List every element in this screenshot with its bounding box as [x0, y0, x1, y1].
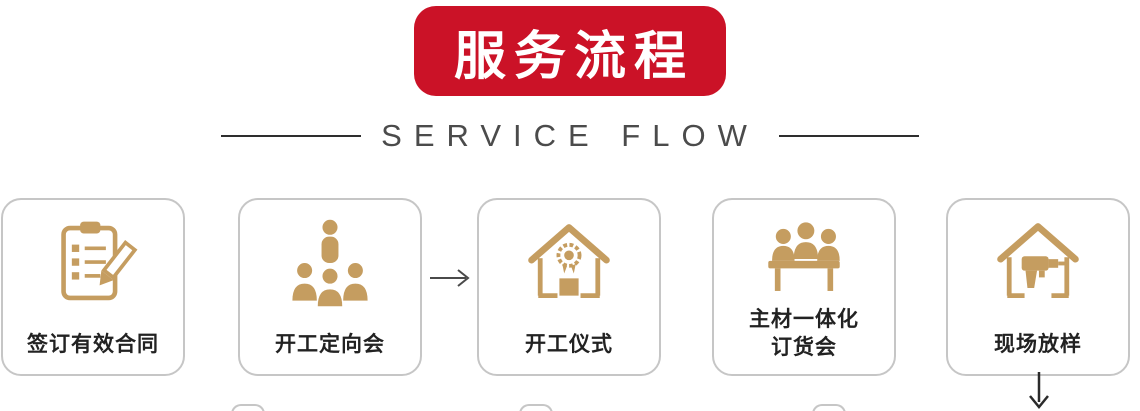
flow-step-card-sign-contract: 签订有效合同 [1, 198, 185, 376]
flow-step-card-material-ordering: 主材一体化 订货会 [712, 198, 896, 376]
flow-step-label: 签订有效合同 [27, 332, 159, 356]
flow-step-label: 现场放样 [994, 332, 1082, 356]
contract-clipboard-icon [38, 212, 148, 314]
flow-step-card-ceremony: 开工仪式 [477, 198, 661, 376]
flow-step-label-line2: 订货会 [771, 336, 837, 360]
section-title-banner: 服务流程 [414, 6, 726, 96]
material-ordering-meeting-icon [749, 212, 859, 306]
flow-arrow-down-icon [1029, 372, 1049, 409]
next-row-card-top-hint [812, 404, 846, 411]
subtitle-line-left [221, 135, 362, 137]
kickoff-meeting-people-icon [275, 212, 385, 314]
flow-step-label: 开工仪式 [525, 332, 613, 356]
next-row-card-top-hint [231, 404, 265, 411]
subtitle-line-right [778, 135, 919, 137]
next-row-card-top-hint [519, 404, 553, 411]
flow-step-card-kickoff-meeting: 开工定向会 [238, 198, 422, 376]
section-title: 服务流程 [453, 27, 694, 86]
flow-step-label: 主材一体化 订货会 [749, 306, 859, 363]
flow-arrow-right-icon [430, 269, 470, 287]
section-subtitle: SERVICE FLOW [381, 118, 759, 153]
ceremony-house-medal-icon [514, 212, 624, 314]
site-layout-house-drill-icon [983, 212, 1093, 314]
flow-step-card-site-layout: 现场放样 [946, 198, 1130, 376]
flow-step-label-line1: 主材一体化 [749, 308, 859, 331]
flow-step-label: 开工定向会 [275, 332, 385, 356]
section-subtitle-row: SERVICE FLOW [0, 116, 1140, 156]
